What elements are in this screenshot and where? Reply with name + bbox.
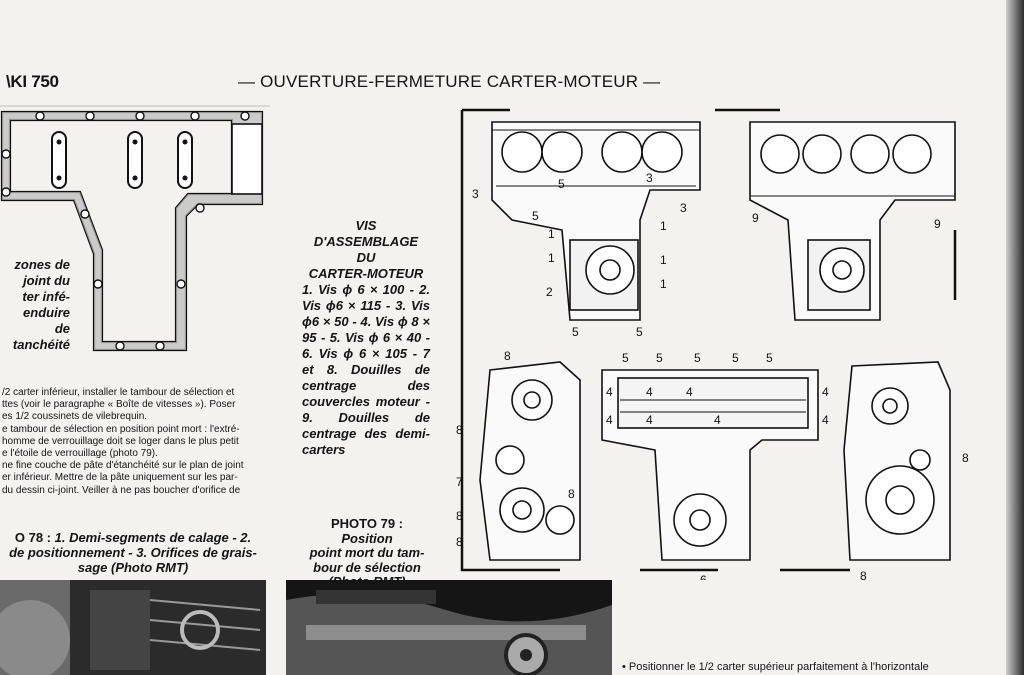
body-text-line: es 1/2 coussinets de vilebrequin. — [2, 411, 148, 423]
photo-78-image — [0, 580, 266, 675]
body-text-line: du dessin ci-joint. Veiller à ne pas bou… — [2, 484, 241, 496]
diagram-label: 5 — [694, 351, 701, 365]
diagram-label: 8 — [456, 509, 463, 523]
body-text-line: /2 carter inférieur, installer le tambou… — [2, 387, 235, 398]
diagram-label: 5 — [622, 351, 629, 365]
photo-78-line: sage (Photo RMT) — [77, 560, 189, 575]
diagram-label: 9 — [752, 211, 759, 225]
body-text: /2 carter inférieur, installer le tambou… — [2, 387, 268, 497]
gasket-caption-line: zones de — [14, 257, 70, 272]
left-cover-diagram — [479, 361, 581, 561]
diagram-label: 3 — [472, 187, 479, 201]
diagram-label: 4 — [714, 413, 721, 427]
assembly-caption-title: D'ASSEMBLAGE — [313, 234, 419, 249]
body-text-line: er inférieur. Mettre de la pâte uniqueme… — [2, 472, 238, 484]
diagram-label: 5 — [532, 209, 539, 223]
assembly-screws-caption: VIS D'ASSEMBLAGE DU CARTER-MOTEUR 1. Vis… — [302, 218, 430, 458]
diagram-label: 3 — [646, 171, 653, 185]
lower-case-diagram — [749, 121, 956, 321]
diagram-label: 4 — [822, 413, 829, 427]
gasket-caption-line: enduire de — [23, 305, 70, 336]
diagram-label: 1 — [548, 251, 555, 265]
photo-79-caption: PHOTO 79 : Position point mort du tam- b… — [304, 516, 430, 590]
diagram-label: 8 — [456, 423, 463, 437]
diagram-label: 5 — [572, 325, 579, 339]
gasket-caption-line: ter infé- — [22, 289, 70, 304]
body-text-line: ttes (voir le paragraphe « Boîte de vite… — [2, 399, 236, 411]
photo-79-label: PHOTO 79 : — [330, 516, 403, 531]
diagram-label: 4 — [606, 385, 613, 399]
diagram-label: 8 — [504, 349, 511, 363]
gasket-caption: zones de joint du ter infé- enduire de t… — [6, 257, 70, 353]
diagram-label: 4 — [646, 385, 653, 399]
crankcase-diagrams: 3 5 3 5 3 1 1 1 1 2 1 5 5 9 9 8 8 7 8 8 … — [456, 108, 969, 580]
page-header-title: — OUVERTURE-FERMETURE CARTER-MOTEUR — — [238, 72, 661, 91]
photo-78-label: O 78 : — [14, 530, 51, 545]
diagram-label: 7 — [456, 475, 463, 489]
diagram-label: 8 — [568, 487, 575, 501]
diagram-label: 5 — [656, 351, 663, 365]
assembly-caption-title: CARTER-MOTEUR — [308, 266, 424, 281]
diagram-label: 3 — [680, 201, 687, 215]
diagram-label: 5 — [636, 325, 643, 339]
diagram-label: 1 — [660, 253, 667, 267]
gasket-caption-line: tanchéité — [12, 337, 70, 352]
diagram-label: 1 — [548, 227, 555, 241]
diagram-label: 5 — [732, 351, 739, 365]
assembly-caption-body: 1. Vis ϕ 6 × 100 - 2. Vis ϕ6 × 115 - 3. … — [302, 282, 430, 457]
photo-78-line: 1. Demi-segments de calage - 2. — [54, 530, 252, 545]
diagram-label: 1 — [660, 219, 667, 233]
diagram-label: 5 — [558, 177, 565, 191]
diagram-label: 6 — [700, 573, 707, 580]
center-case-diagram — [601, 369, 819, 561]
page-edge — [1006, 0, 1024, 675]
diagram-label: 8 — [456, 535, 463, 549]
gasket-caption-line: joint du — [23, 273, 70, 288]
body-text-line: homme de verrouillage doit se loger dans… — [2, 435, 239, 447]
diagram-label: 8 — [962, 451, 969, 465]
assembly-caption-title: DU — [356, 250, 376, 265]
diagram-label: 2 — [546, 285, 553, 299]
diagram-label: 4 — [686, 385, 693, 399]
body-text-line: e tambour de sélection en position point… — [2, 423, 240, 435]
body-text-line: ne fine couche de pâte d'étanchéité sur … — [2, 460, 244, 472]
photo-79-line: point mort du tam- — [309, 545, 425, 560]
bullet-text: • Positionner le 1/2 carter supérieur pa… — [622, 661, 929, 673]
page-header-left: \KI 750 — [6, 72, 59, 91]
diagram-label: 4 — [822, 385, 829, 399]
body-text-line: e l'étoile de verrouillage (photo 79). — [2, 448, 158, 460]
photo-78-line: de positionnement - 3. Orifices de grais… — [9, 545, 257, 560]
photo-79-line: Position — [341, 530, 393, 546]
photo-79-line: bour de sélection — [313, 559, 421, 575]
photo-78-caption: O 78 : 1. Demi-segments de calage - 2. d… — [2, 530, 264, 575]
diagram-label: 4 — [646, 413, 653, 427]
assembly-caption-title: VIS — [355, 218, 377, 233]
gasket-diagram — [0, 105, 270, 352]
diagram-label: 5 — [766, 351, 773, 365]
diagram-label: 9 — [934, 217, 941, 231]
diagram-label: 8 — [860, 569, 867, 580]
diagram-label: 1 — [660, 277, 667, 291]
photo-79-image — [286, 580, 612, 675]
right-cover-diagram — [843, 361, 951, 561]
upper-case-diagram — [491, 121, 701, 321]
diagram-label: 4 — [606, 413, 613, 427]
